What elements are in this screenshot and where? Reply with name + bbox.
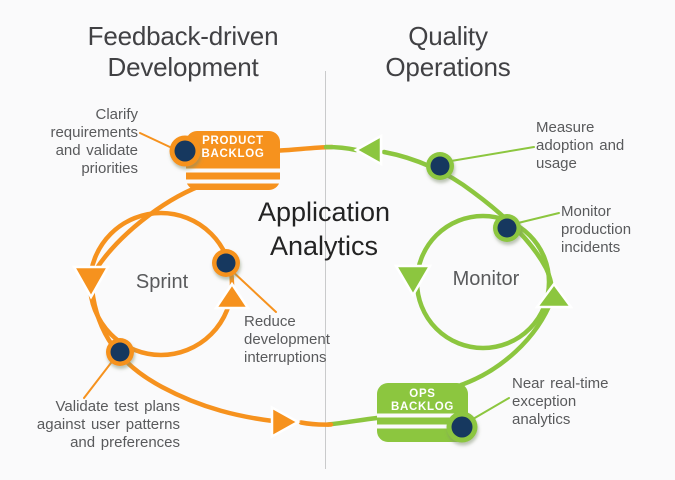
badge-label-line: BACKLOG (390, 400, 455, 413)
callout-line: against user patterns (36, 416, 180, 433)
heading-feedback-driven-development: Feedback-driven Development (58, 21, 308, 83)
badge-label-line: OPS (409, 388, 436, 400)
callout-line: requirements (50, 124, 138, 141)
monitor-production-callout-line (517, 212, 560, 224)
reduce-callout-line (230, 269, 277, 313)
bottom-flow-orange-segment (298, 420, 334, 427)
callout-line: exception (512, 393, 577, 410)
heading-line: Development (107, 52, 259, 82)
heading-line: Feedback-driven (87, 21, 279, 51)
center-title-application-analytics: Application Analytics (214, 195, 434, 263)
measure-adoption-dot (426, 152, 454, 180)
center-title-line: Application (257, 197, 391, 227)
callout-validate-test-plans: Validate test plans against user pattern… (16, 398, 180, 452)
dot-core (174, 140, 196, 162)
sprint-arrow-down-icon (71, 265, 111, 300)
monitor-arrow-down-icon (393, 264, 433, 298)
dot-core (216, 253, 236, 273)
sprint-to-ops-curve (89, 286, 276, 424)
dot-core (110, 342, 130, 362)
product-to-sprint-curve (92, 183, 203, 274)
ops-to-monitor-curve (458, 296, 555, 388)
near-realtime-callout-line (472, 397, 510, 420)
product-badge-stripe (186, 179, 280, 184)
callout-monitor-production-incidents: Monitor production incidents (561, 203, 671, 257)
badge-label-line: BACKLOG (201, 147, 265, 160)
callout-line: and validate (55, 142, 138, 159)
callout-line: priorities (81, 160, 138, 177)
dot-core (430, 156, 450, 176)
arrow-left-icon (353, 133, 383, 167)
product-badge-stripe (186, 168, 280, 173)
callout-line: Near real-time (512, 375, 609, 392)
validate-test-plans-dot (106, 338, 134, 366)
arrow-right-icon (270, 405, 301, 439)
callout-line: Monitor (561, 203, 612, 220)
product-badge-card (186, 131, 280, 190)
callout-line: Measure (536, 119, 595, 136)
heading-line: Operations (385, 52, 511, 82)
badge-label-line: PRODUCT (202, 135, 264, 147)
sprint-arrow-up-icon (213, 281, 251, 310)
callout-line: incidents (561, 239, 621, 256)
product-backlog-label: PRODUCT BACKLOG (186, 135, 280, 160)
callout-near-realtime-exception: Near real-time exception analytics (512, 375, 642, 429)
callout-line: production (561, 221, 632, 238)
dot-core (497, 218, 517, 238)
callout-line: Reduce (244, 313, 296, 330)
callout-line: interruptions (244, 349, 327, 366)
callout-line: Clarify (95, 106, 138, 123)
heading-line: Quality (408, 21, 488, 51)
product-backlog-badge (186, 131, 280, 190)
monitor-arrow-up-icon (534, 281, 574, 309)
callout-line: and preferences (70, 434, 180, 451)
dot-core (451, 416, 473, 438)
callout-line: adoption and (536, 137, 625, 154)
monitor-label: Monitor (452, 268, 520, 290)
top-flow-green-segment (323, 144, 359, 153)
reduce-interruptions-dot (212, 249, 240, 277)
ops-badge-stripe (377, 424, 468, 429)
ops-backlog-label: OPS BACKLOG (377, 388, 468, 413)
callout-line: Validate test plans (55, 398, 180, 415)
ops-backlog-badge (377, 383, 468, 442)
callout-reduce-interruptions: Reduce development interruptions (244, 313, 354, 367)
callout-line: usage (536, 155, 577, 172)
callout-measure-adoption: Measure adoption and usage (536, 119, 661, 173)
callout-clarify-requirements: Clarify requirements and validate priori… (26, 106, 138, 178)
callout-line: analytics (512, 411, 571, 428)
product-backlog-dot (169, 135, 201, 167)
center-title-line: Analytics (269, 231, 379, 261)
callout-line: development (244, 331, 330, 348)
clarify-callout-line (139, 132, 173, 149)
ops-backlog-dot (446, 411, 478, 443)
measure-callout-line (450, 146, 535, 162)
heading-quality-operations: Quality Operations (323, 21, 573, 83)
monitor-incidents-dot (493, 214, 521, 242)
validate-callout-line (83, 358, 115, 399)
ops-badge-stripe (377, 413, 468, 418)
sprint-label: Sprint (135, 271, 189, 293)
bottom-flow-green-segment (325, 415, 380, 427)
